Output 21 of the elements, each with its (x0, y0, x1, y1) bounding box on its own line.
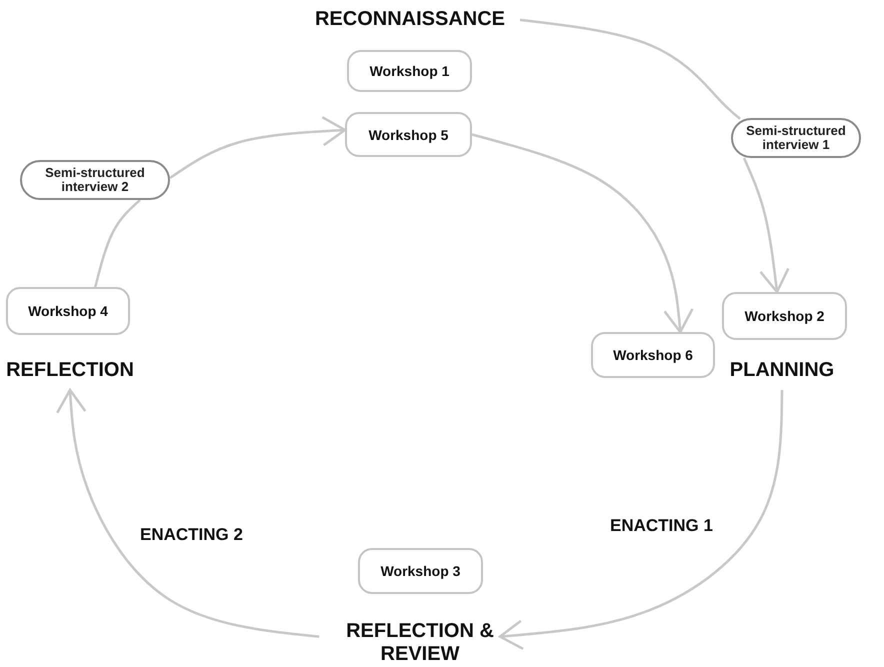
workshop-box: Workshop 3 (358, 548, 483, 594)
stage-label: ENACTING 2 (140, 525, 243, 545)
workshop-box: Workshop 1 (347, 50, 472, 92)
workshop-box: Workshop 4 (6, 287, 130, 335)
workshop-box: Workshop 5 (345, 112, 472, 157)
arrow (56, 388, 320, 638)
phase-title: REFLECTION (4, 350, 136, 390)
interview-box: Semi-structured interview 2 (20, 160, 170, 200)
arrow (472, 133, 694, 334)
arrow (742, 158, 790, 294)
arrow (498, 390, 784, 650)
workshop-box: Workshop 2 (722, 292, 847, 340)
connector-line (520, 18, 741, 120)
phase-title: PLANNING (726, 350, 838, 390)
phase-title: REFLECTION & REVIEW (340, 618, 500, 667)
connector-line (94, 199, 141, 288)
interview-box: Semi-structured interview 1 (731, 118, 861, 158)
phase-title: RECONNAISSANCE (300, 4, 520, 34)
stage-label: ENACTING 1 (610, 516, 713, 536)
workshop-box: Workshop 6 (591, 332, 715, 378)
arrow (169, 116, 346, 180)
